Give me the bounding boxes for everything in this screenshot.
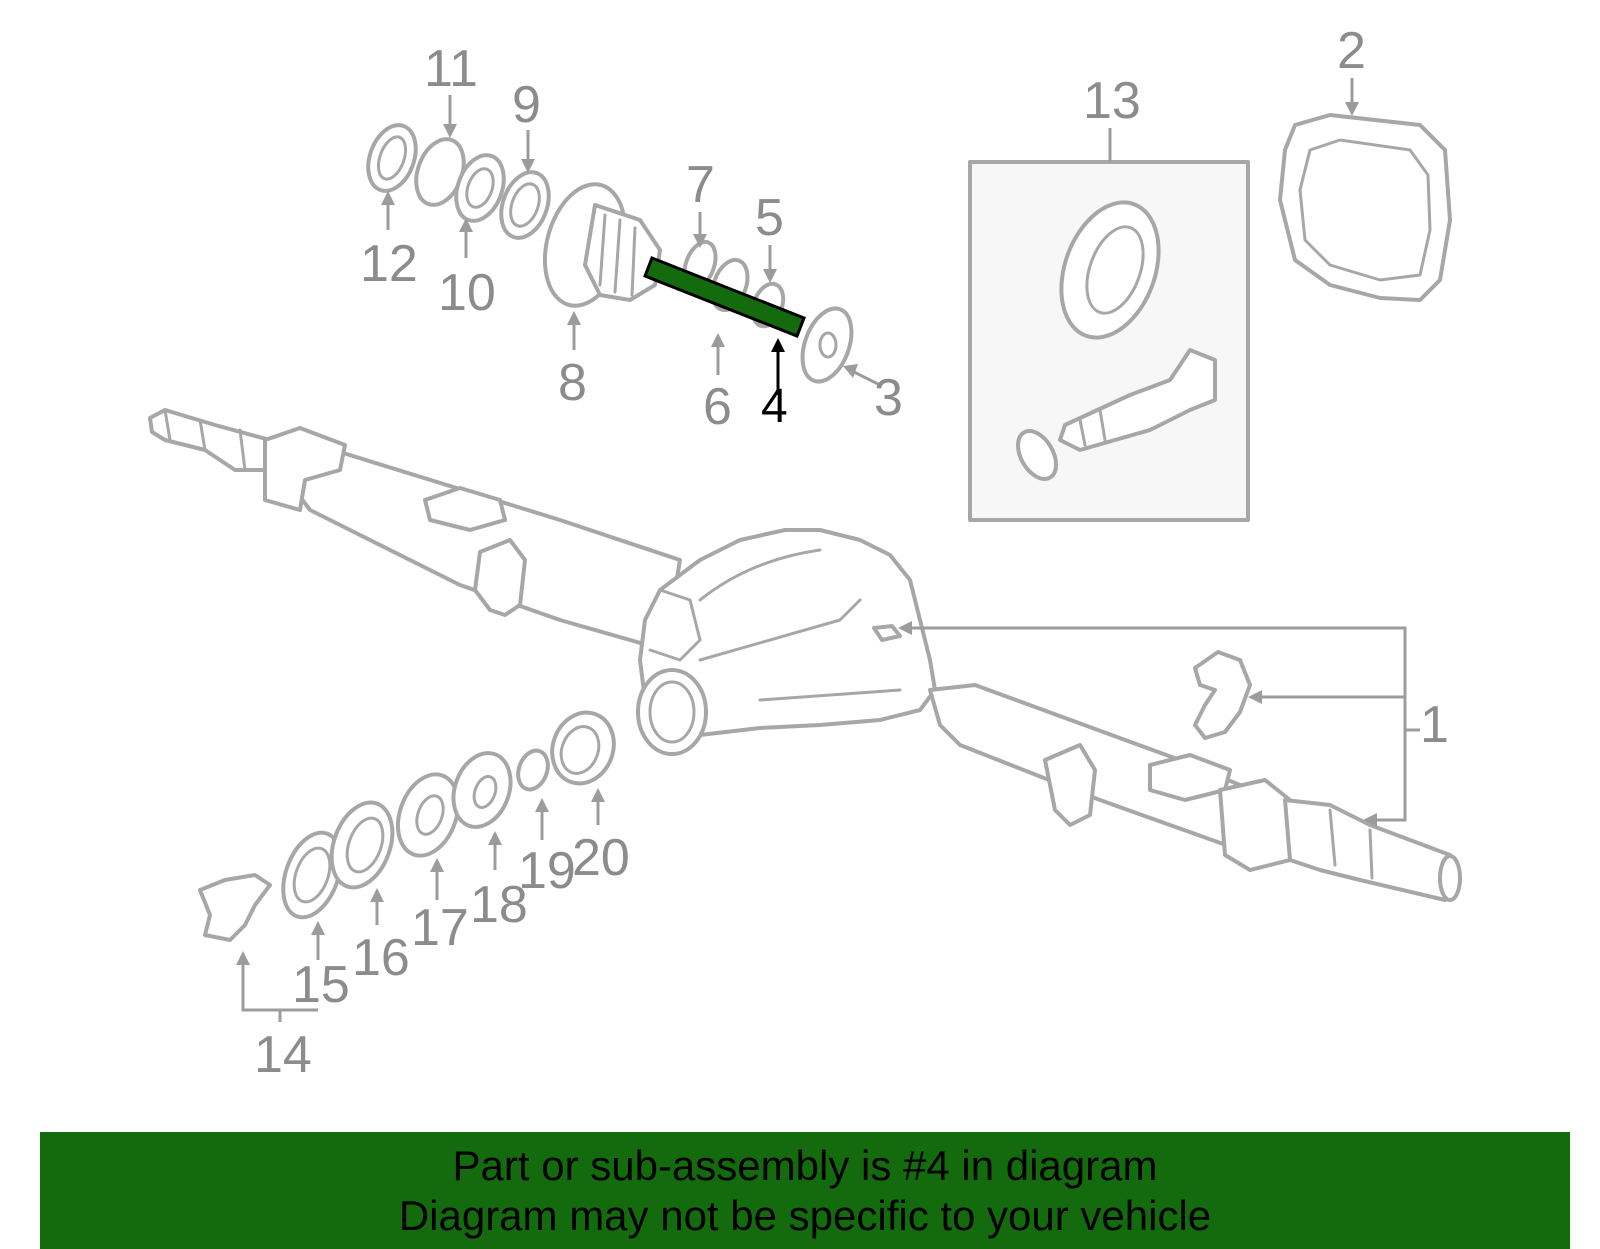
callout-11: 11 (424, 40, 478, 98)
callout-20: 20 (572, 829, 630, 887)
callout-6: 6 (703, 378, 732, 436)
callout-8: 8 (558, 354, 587, 412)
info-banner: Part or sub-assembly is #4 in diagram Di… (40, 1132, 1570, 1249)
cover-gasket (1278, 113, 1452, 302)
gear-kit-box (968, 160, 1250, 522)
callout-19: 19 (518, 842, 576, 900)
callout-2: 2 (1337, 22, 1366, 80)
leader-lines (236, 78, 1420, 1022)
callout-16: 16 (352, 929, 410, 987)
callout-3: 3 (874, 369, 903, 427)
differential-parts (198, 710, 616, 942)
callout-13: 13 (1083, 72, 1141, 130)
callout-1: 1 (1420, 696, 1449, 754)
highlighted-part-4 (643, 256, 806, 338)
callout-7: 7 (686, 156, 715, 214)
callout-9: 9 (512, 76, 541, 134)
callout-4: 4 (761, 380, 788, 433)
callout-17: 17 (411, 899, 469, 957)
callout-labels: 1 2 3 4 5 6 7 8 9 10 11 12 13 14 15 16 1… (254, 22, 1449, 1084)
callout-14: 14 (254, 1026, 312, 1084)
callout-18: 18 (470, 876, 528, 934)
axle-housing (148, 408, 1462, 902)
callout-12: 12 (360, 235, 418, 293)
callout-5: 5 (755, 189, 784, 247)
banner-line-1: Part or sub-assembly is #4 in diagram (452, 1141, 1158, 1189)
callout-15: 15 (292, 956, 350, 1014)
banner-line-2: Diagram may not be specific to your vehi… (398, 1191, 1212, 1239)
pinion-parts (366, 123, 854, 384)
callout-10: 10 (438, 264, 496, 322)
